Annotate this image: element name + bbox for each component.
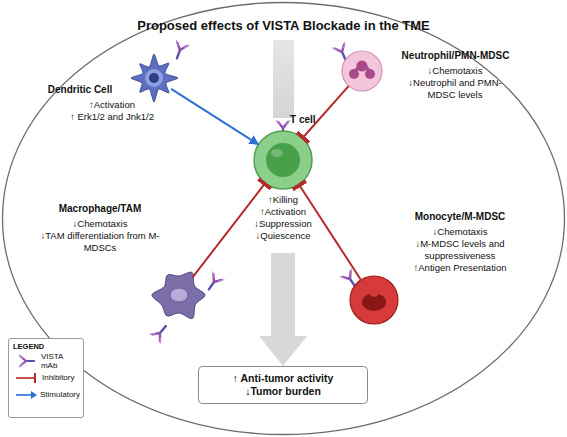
neutrophil-body <box>342 51 382 91</box>
effect-text: ↓Chemotaxis <box>405 226 515 238</box>
effect-text: ↓TAM differentiation from M-MDSCs <box>40 230 160 254</box>
stimulatory-head <box>31 391 37 399</box>
stimulatory-line <box>16 394 31 396</box>
dendritic-cell-shape <box>128 54 180 102</box>
outcome-text: ↑ Anti-tumor activity <box>233 372 334 385</box>
cell-heading: T cell <box>290 114 330 126</box>
macrophage-cell: Macrophage/TAM↓Chemotaxis↓TAM differenti… <box>150 268 208 322</box>
inhibitory-bar <box>34 373 36 383</box>
cell-heading: Macrophage/TAM <box>40 203 160 215</box>
dendritic-cytoplasm <box>145 69 163 87</box>
dendritic-body <box>131 54 178 102</box>
dendritic-nucleus <box>149 73 159 83</box>
tme-ellipse <box>3 3 565 435</box>
neutrophil-lobe <box>349 69 359 79</box>
legend-row: Inhibitory <box>13 369 80 386</box>
effect-text: ↓M-MDSC levels and suppressiveness <box>405 238 515 262</box>
legend-sample <box>13 354 38 368</box>
inhibitory-line <box>16 377 35 379</box>
neutrophil-cell: Neutrophil/PMN-MDSC↓Chemotaxis↓Neutrophi… <box>340 49 384 93</box>
legend-row: VISTA mAb <box>13 352 80 369</box>
title-arrow <box>273 40 294 118</box>
legend-heading: LEGEND <box>13 342 80 352</box>
outcome-text: ↓Tumor burden <box>245 385 321 398</box>
monocyte-body <box>350 276 398 324</box>
effect-text: ↓Chemotaxis <box>405 65 505 77</box>
monocyte-cell: Monocyte/M-MDSC↓Chemotaxis↓M-MDSC levels… <box>348 275 400 325</box>
effect-text: ↓Suppression <box>233 218 333 230</box>
t-cell-body <box>254 131 312 189</box>
effect-text: ↑Antigen Presentation <box>405 262 515 274</box>
macrophage-body <box>152 272 205 318</box>
outcome-arrow <box>271 189 295 336</box>
effect-text: ↑Activation <box>233 206 333 218</box>
antibody-icon <box>203 271 224 293</box>
cell-heading: Dendritic Cell <box>30 84 130 96</box>
effect-text: ↓Quiescence <box>233 230 333 242</box>
t-cell: T cell↑Killing↑Activation↓Suppression↓Qu… <box>253 130 313 190</box>
t-cell-highlight <box>271 149 283 157</box>
stimulatory-arrow <box>171 89 251 140</box>
neutrophil-lobe <box>357 61 368 72</box>
neutrophil-cell-shape <box>340 49 384 93</box>
effect-text: ↓Chemotaxis <box>40 218 160 230</box>
effect-text: ↑Killing <box>233 194 333 206</box>
diagram-title: Proposed effects of VISTA Blockade in th… <box>0 18 567 33</box>
legend-box: LEGENDVISTA mAbInhibitoryStimulatory <box>8 338 84 418</box>
effect-text: ↑ Erk1/2 and Jnk1/2 <box>62 111 162 123</box>
outcome-box: ↑ Anti-tumor activity↓Tumor burden <box>198 366 368 404</box>
monocyte-cell-shape <box>348 275 400 325</box>
macrophage-cell-shape <box>150 268 208 322</box>
t-cell-shape <box>253 130 313 190</box>
macrophage-nucleus <box>170 288 188 302</box>
dendritic-cell: Dendritic Cell↑Activation↑ Erk1/2 and Jn… <box>128 54 180 102</box>
inhibitory-connector <box>299 185 361 280</box>
monocyte-notch <box>369 287 379 297</box>
antibody-icon <box>149 322 171 344</box>
legend-text: VISTA mAb <box>41 352 80 370</box>
legend-text: Stimulatory <box>40 390 80 399</box>
inhibitory-connector <box>303 86 349 137</box>
t-cell-nucleus <box>266 143 300 177</box>
legend-row: Stimulatory <box>13 386 80 403</box>
effect-text: ↑Activation <box>62 99 162 111</box>
neutrophil-lobe <box>365 69 375 79</box>
antibody-icon <box>170 40 189 61</box>
effect-text: ↓Neutrophil and PMN-MDSC levels <box>405 77 505 101</box>
antibody-icon <box>19 354 34 367</box>
cell-heading: Monocyte/M-MDSC <box>400 211 520 223</box>
legend-sample <box>13 371 39 385</box>
outcome-outline <box>199 367 368 404</box>
legend-sample <box>13 388 37 402</box>
cell-heading: Neutrophil/PMN-MDSC <box>393 50 518 62</box>
inhibitory-connector <box>193 184 265 278</box>
legend-text: Inhibitory <box>42 373 74 382</box>
